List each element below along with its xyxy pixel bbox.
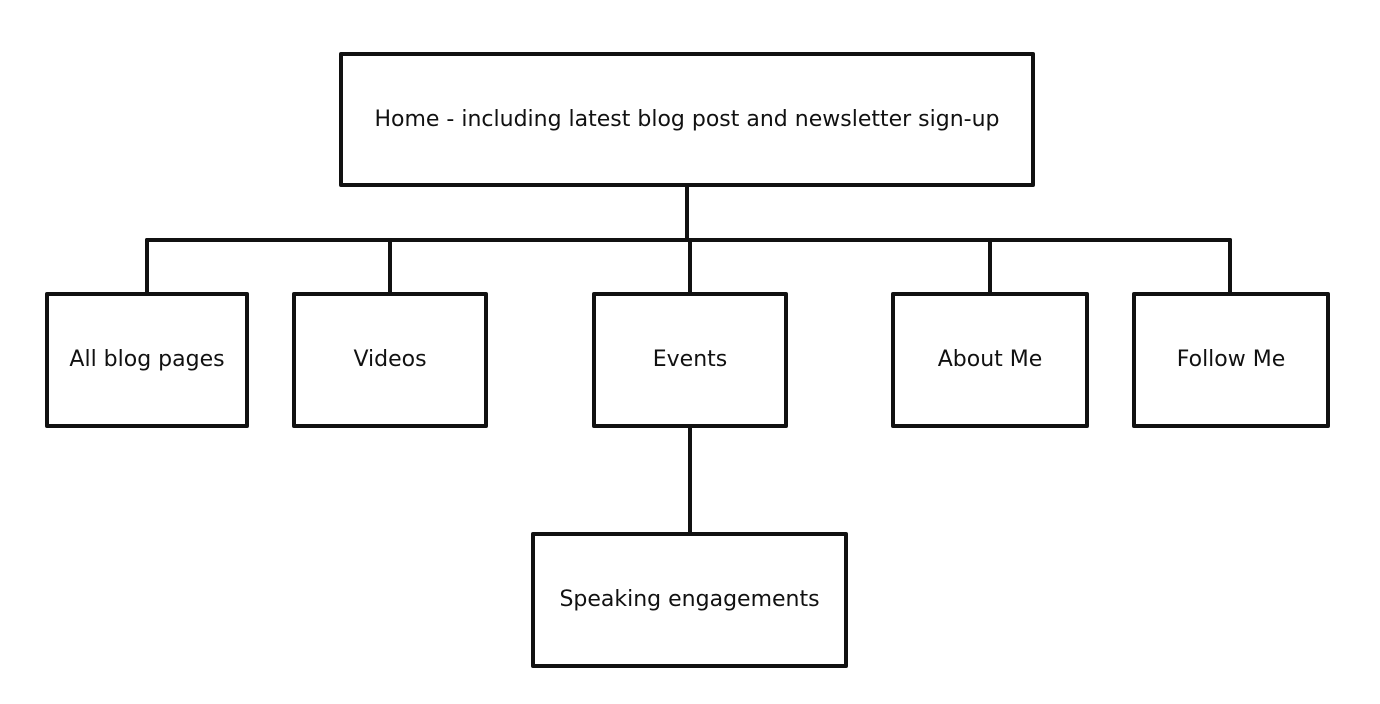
follow-me-node: Follow Me	[1132, 292, 1330, 428]
videos-node: Videos	[292, 292, 488, 428]
about-me-label: About Me	[937, 347, 1043, 373]
about-me-node: About Me	[891, 292, 1089, 428]
follow-me-label: Follow Me	[1176, 347, 1286, 373]
videos-label: Videos	[353, 347, 427, 373]
all-blog-pages-node: All blog pages	[45, 292, 249, 428]
events-node: Events	[592, 292, 788, 428]
events-label: Events	[652, 347, 728, 373]
home-node-label: Home - including latest blog post and ne…	[374, 106, 1000, 132]
speaking-engagements-label: Speaking engagements	[559, 587, 820, 613]
all-blog-pages-label: All blog pages	[69, 347, 225, 373]
home-node: Home - including latest blog post and ne…	[339, 52, 1035, 187]
speaking-engagements-node: Speaking engagements	[531, 532, 848, 668]
